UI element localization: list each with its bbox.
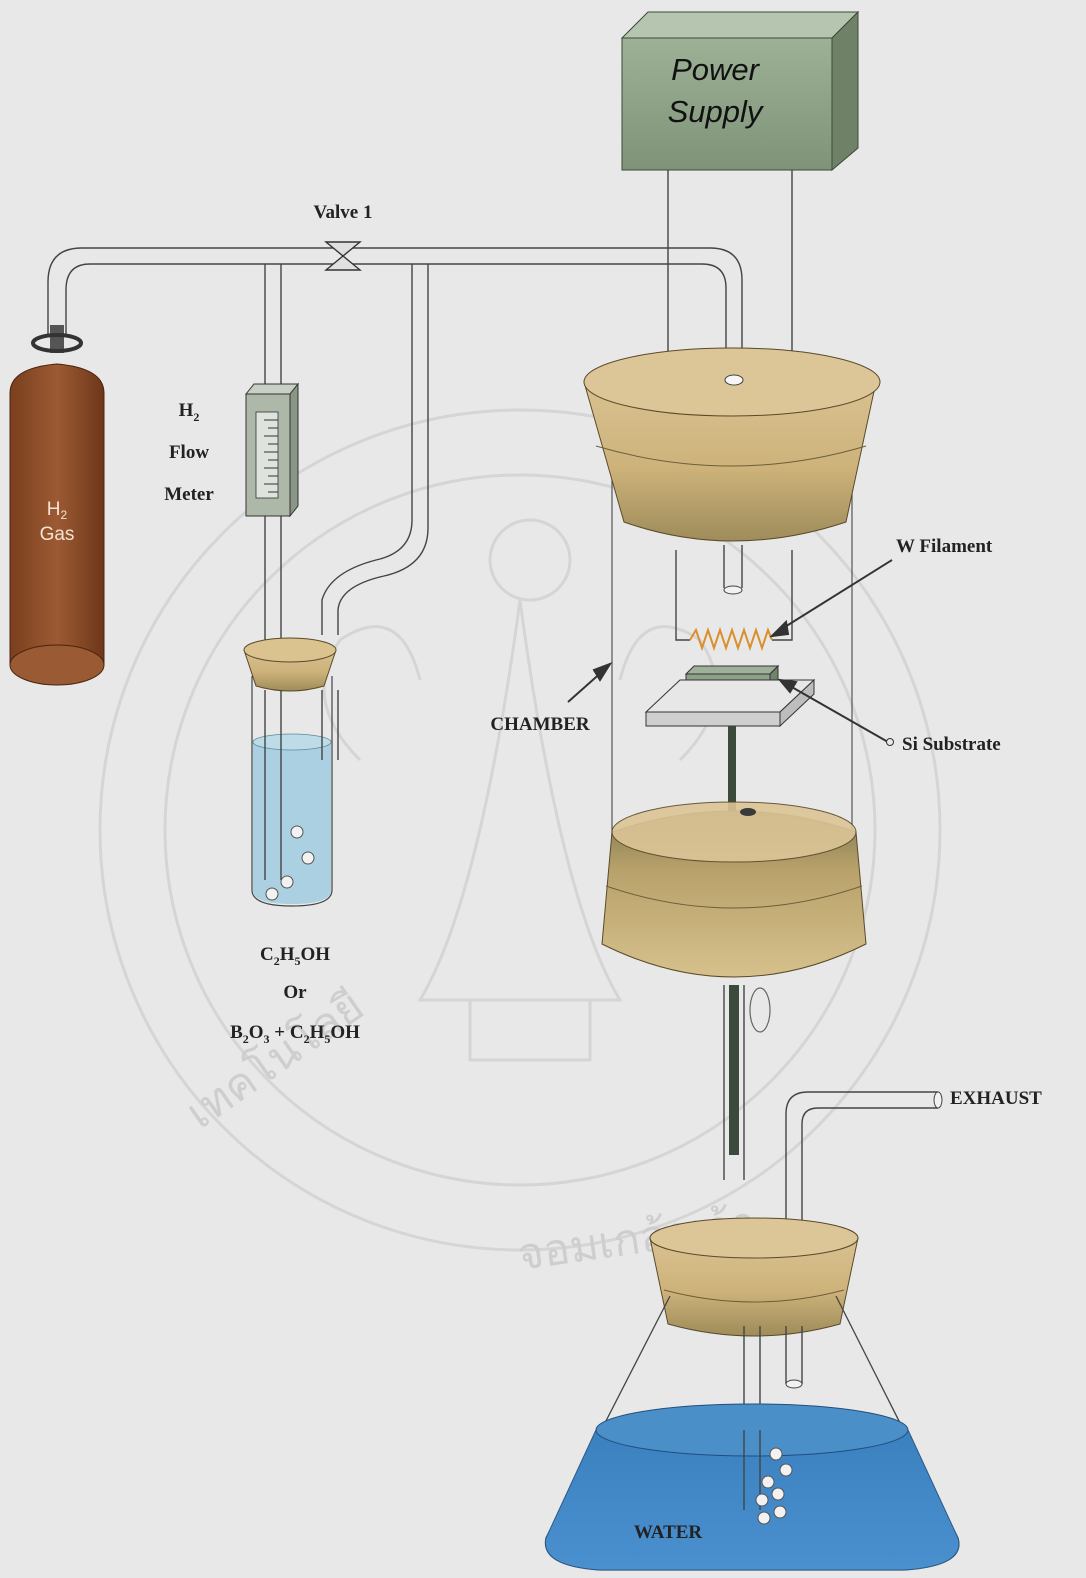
flow-meter-label-line3: Meter (164, 484, 214, 505)
flow-meter-label-line2: Flow (169, 442, 209, 463)
exhaust-tube (786, 1092, 938, 1240)
svg-text:เทคโนโลยี: เทคโนโลยี (177, 980, 373, 1139)
water-label: WATER (634, 1522, 703, 1543)
filament-electrodes (676, 550, 792, 640)
w-filament-icon (690, 630, 772, 648)
w-filament-label: W Filament (896, 536, 993, 557)
bubbler (244, 638, 338, 906)
bottom-stopper (602, 802, 866, 1180)
liquid-label-2: B2O3 + C2H5OH (230, 1022, 360, 1046)
si-substrate-label: Si Substrate (902, 734, 1001, 755)
erlenmeyer-flask: WATER (545, 1296, 958, 1570)
exhaust-label: EXHAUST (950, 1088, 1042, 1109)
chamber-label: CHAMBER (490, 714, 590, 735)
substrate-holder (646, 680, 814, 812)
gas-label-line2: Gas (40, 524, 75, 545)
power-supply-label-line2: Supply (668, 94, 765, 129)
or-label: Or (283, 982, 307, 1003)
exhaust-outlet-icon (934, 1092, 942, 1108)
flow-meter-label-line1: H2 (179, 400, 200, 424)
power-supply: Power Supply (622, 12, 858, 170)
valve-label: Valve 1 (314, 202, 373, 223)
top-stopper (584, 348, 880, 594)
valve-icon[interactable] (326, 242, 360, 270)
power-supply-label-line1: Power (671, 52, 761, 87)
gas-cylinder: H2 Gas (10, 325, 104, 685)
flow-meter (246, 384, 298, 516)
liquid-label-1: C2H5OH (260, 944, 330, 968)
